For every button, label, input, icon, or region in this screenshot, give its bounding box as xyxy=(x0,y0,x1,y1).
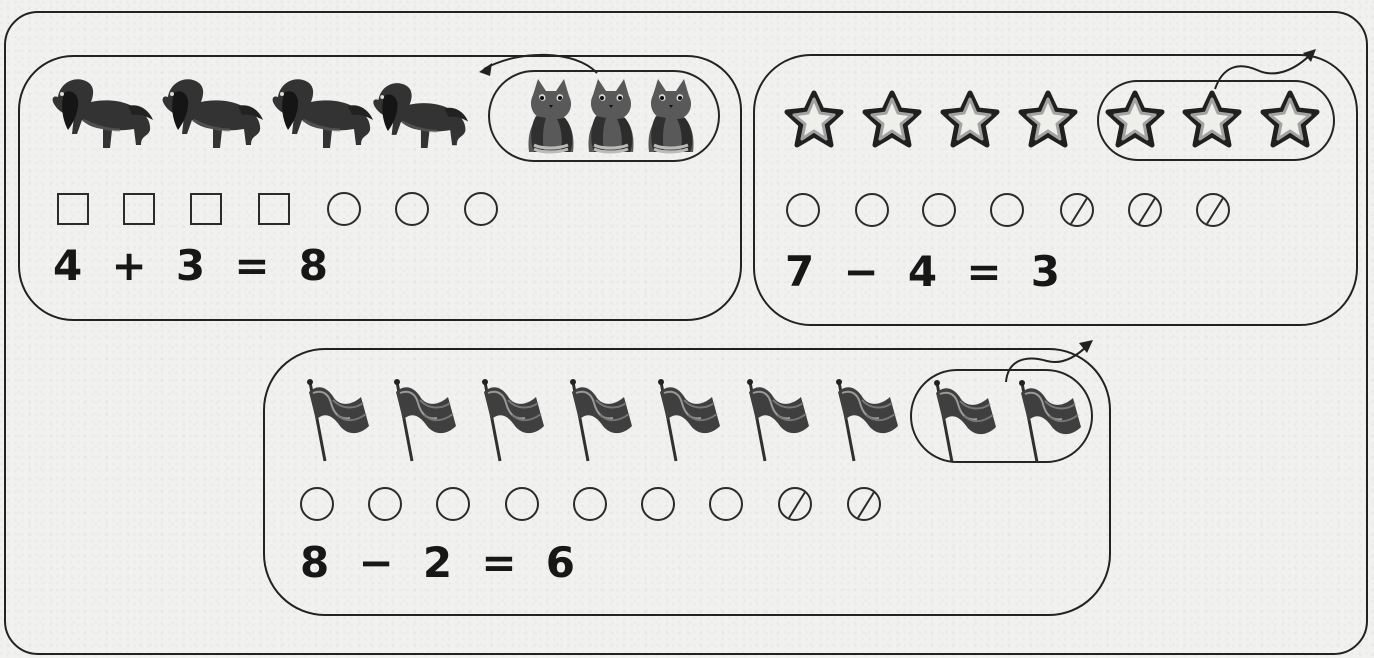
circle-marker xyxy=(464,192,498,226)
circle-marker xyxy=(855,193,889,227)
dog-icon xyxy=(48,73,156,153)
circle-marker xyxy=(505,487,539,521)
star-icon xyxy=(939,90,1001,150)
circle-marker xyxy=(395,192,429,226)
flag-icon xyxy=(737,375,813,465)
cat-icon xyxy=(522,77,580,157)
star-icon xyxy=(1181,90,1243,150)
crossed-circle-marker xyxy=(1060,193,1094,227)
cat-icon xyxy=(642,77,700,157)
square-marker xyxy=(258,193,290,225)
flag-icon xyxy=(924,376,1000,466)
crossed-circle-marker xyxy=(778,487,812,521)
crossed-circle-marker xyxy=(1128,193,1162,227)
square-marker xyxy=(123,193,155,225)
circle-marker xyxy=(573,487,607,521)
circle-marker xyxy=(641,487,675,521)
flag-icon xyxy=(472,375,548,465)
circle-marker xyxy=(990,193,1024,227)
square-marker xyxy=(190,193,222,225)
star-icon xyxy=(1104,90,1166,150)
flag-icon xyxy=(648,375,724,465)
circle-marker xyxy=(922,193,956,227)
crossed-circle-marker xyxy=(1196,193,1230,227)
star-subtraction-equation: 7 − 4 = 3 xyxy=(785,248,1060,296)
circle-marker xyxy=(368,487,402,521)
circle-marker xyxy=(709,487,743,521)
dog-icon xyxy=(158,73,266,153)
remove-arrow-icon xyxy=(1210,42,1320,92)
cross-line xyxy=(857,492,875,519)
star-icon xyxy=(783,90,845,150)
remove-arrow-icon xyxy=(998,337,1098,387)
cross-line xyxy=(1070,198,1088,225)
cross-line xyxy=(1138,198,1156,225)
cross-line xyxy=(788,492,806,519)
star-icon xyxy=(1017,90,1079,150)
flag-icon xyxy=(384,375,460,465)
square-marker xyxy=(57,193,89,225)
dog-icon xyxy=(369,76,471,154)
addition-equation: 4 + 3 = 8 xyxy=(53,242,328,290)
cat-icon xyxy=(582,77,640,157)
star-icon xyxy=(861,90,923,150)
star-icon xyxy=(1259,90,1321,150)
circle-marker xyxy=(436,487,470,521)
flag-subtraction-equation: 8 − 2 = 6 xyxy=(300,539,575,587)
circle-marker xyxy=(786,193,820,227)
cross-line xyxy=(1206,198,1224,225)
crossed-circle-marker xyxy=(847,487,881,521)
circle-marker xyxy=(327,192,361,226)
flag-icon xyxy=(1009,376,1085,466)
dog-icon xyxy=(268,73,376,153)
circle-marker xyxy=(300,487,334,521)
flag-icon xyxy=(826,375,902,465)
join-arrow-icon xyxy=(475,51,605,86)
flag-icon xyxy=(560,375,636,465)
flag-icon xyxy=(297,375,373,465)
